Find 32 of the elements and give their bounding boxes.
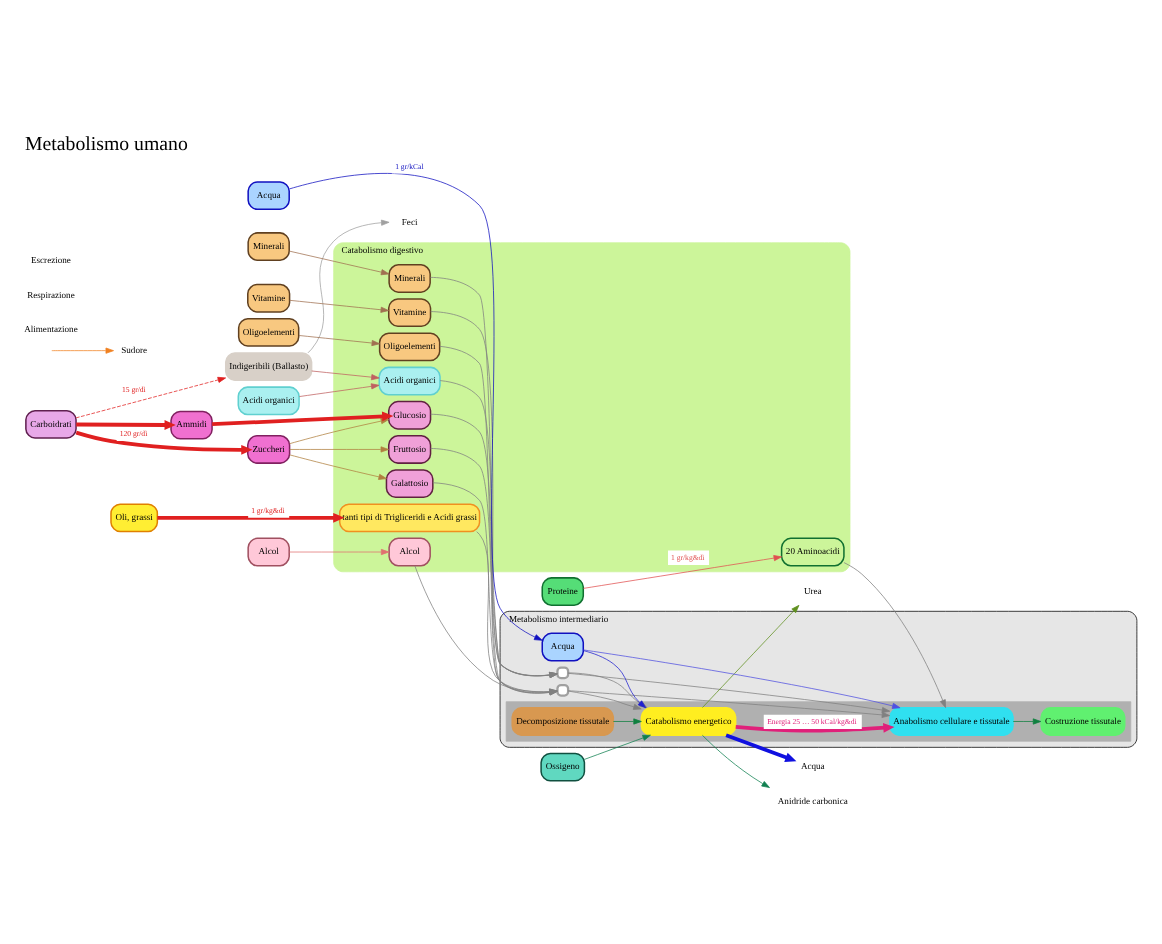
arrow	[157, 511, 345, 522]
diagram-title: Metabolismo umano	[25, 132, 188, 155]
arrow	[289, 298, 389, 312]
node-box	[556, 665, 570, 679]
arrow	[75, 429, 253, 454]
arrow	[311, 369, 380, 380]
arrow	[568, 689, 891, 717]
arrow	[289, 417, 390, 444]
arrow	[289, 548, 390, 555]
arrow	[298, 382, 380, 396]
arrow	[725, 732, 797, 761]
arrow	[288, 172, 543, 640]
arrow	[289, 445, 389, 452]
arrow	[567, 689, 642, 709]
arrow	[307, 218, 390, 353]
arrow	[735, 722, 895, 732]
arrow	[75, 375, 226, 418]
arrow	[1012, 717, 1042, 724]
arrow	[702, 603, 800, 707]
arrow	[289, 453, 387, 479]
arrow	[583, 554, 782, 588]
arrow	[289, 249, 390, 275]
arrow	[212, 410, 394, 426]
arrow	[298, 334, 380, 346]
arrow	[702, 733, 770, 787]
arrow	[584, 733, 651, 759]
arrow	[567, 671, 891, 713]
arrow	[76, 419, 176, 429]
arrow	[843, 561, 946, 707]
node-box	[556, 682, 570, 696]
arrow	[612, 717, 642, 724]
arrow	[51, 346, 114, 353]
